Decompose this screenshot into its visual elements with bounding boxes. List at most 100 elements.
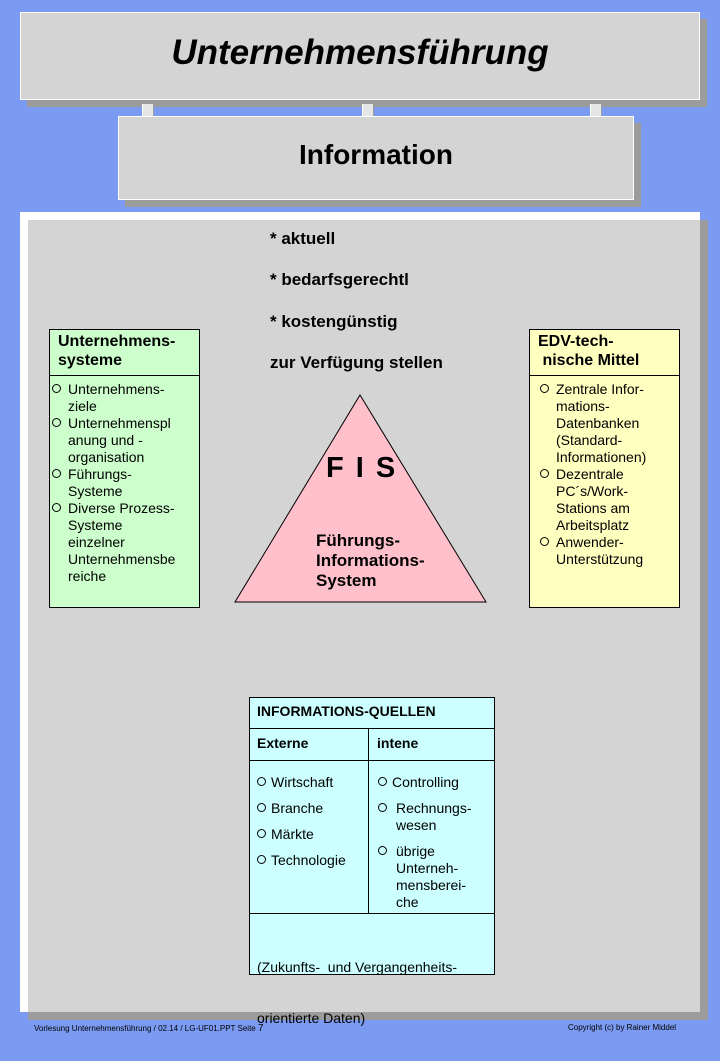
- list-item-line: Unternehmenspl: [68, 415, 171, 431]
- list-item-line: Wirtschaft: [271, 774, 334, 790]
- edp-means-title-line: EDV-tech-: [538, 333, 614, 350]
- bullet-circle-icon: [257, 803, 266, 812]
- list-item-line: PC´s/Work-: [556, 483, 629, 499]
- list-item-line: Diverse Prozess-: [68, 500, 175, 516]
- enterprise-systems-list: Unternehmens- ziele Unternehmenspl anung…: [52, 381, 197, 585]
- list-item-line: che: [396, 894, 419, 910]
- sources-footnote-line: orientierte Daten): [257, 1010, 366, 1026]
- page-number: 7: [258, 1023, 264, 1034]
- list-item: Technologie: [257, 852, 346, 869]
- list-item-line: ziele: [68, 398, 97, 414]
- divider: [250, 760, 494, 761]
- list-item-line: Unterstützung: [556, 551, 644, 567]
- list-item: Rechnungs- wesen: [378, 800, 472, 834]
- information-sources-title: INFORMATIONS-QUELLEN: [257, 703, 436, 719]
- list-item-line: wesen: [396, 817, 437, 833]
- list-item: Anwender- Unterstützung: [532, 534, 677, 568]
- list-item-line: Unternehmensbe: [68, 551, 176, 567]
- requirement-cost: * kostengünstig: [270, 312, 398, 331]
- list-item: Führungs- Systeme: [52, 466, 197, 500]
- list-item-line: übrige: [396, 843, 435, 859]
- list-item-line: organisation: [68, 449, 145, 465]
- divider: [250, 728, 494, 729]
- edp-means-box: EDV-tech- nische Mittel Zentrale Infor- …: [529, 329, 680, 608]
- list-item: übrige Unterneh- mensberei- che: [378, 843, 472, 911]
- enterprise-systems-box: Unternehmens- systeme Unternehmens- ziel…: [49, 329, 200, 608]
- list-item: Unternehmenspl anung und - organisation: [52, 415, 197, 466]
- footer-copyright: Copyright (c) by Rainer Middel: [568, 1023, 677, 1032]
- bullet-circle-icon: [378, 803, 387, 812]
- list-item: Dezentrale PC´s/Work- Stations am Arbeit…: [532, 466, 677, 534]
- list-item: Wirtschaft: [257, 774, 346, 791]
- list-item-line: Informationen): [556, 449, 647, 465]
- requirement-current: * aktuell: [270, 229, 336, 248]
- list-item: Controlling: [378, 774, 472, 791]
- footer-lecture-info: Vorlesung Unternehmensführung / 02.14 / …: [34, 1024, 256, 1033]
- list-item-line: (Standard-: [556, 432, 623, 448]
- list-item-line: anung und -: [68, 432, 143, 448]
- list-item-line: Zentrale Infor-: [556, 381, 644, 397]
- edp-means-title-line: nische Mittel: [538, 352, 640, 369]
- connector-right: [590, 104, 602, 118]
- divider: [368, 728, 369, 913]
- external-sources-list: Wirtschaft Branche Märkte Technologie: [257, 774, 346, 869]
- list-item: Diverse Prozess- Systeme einzelner Unter…: [52, 500, 197, 585]
- page-title: Unternehmensführung: [171, 33, 549, 72]
- list-item-line: Führungs-: [68, 466, 132, 482]
- information-title: Information: [299, 139, 453, 170]
- fis-triangle: [234, 394, 487, 603]
- enterprise-systems-title: Unternehmens- systeme: [50, 330, 199, 376]
- bullet-circle-icon: [52, 503, 61, 512]
- list-item-line: Systeme: [68, 517, 123, 533]
- enterprise-systems-title-line: Unternehmens-: [58, 333, 176, 350]
- fis-triangle-shape: [234, 394, 487, 603]
- fis-full-name: Führungs- Informations- System: [316, 531, 425, 591]
- bullet-circle-icon: [257, 777, 266, 786]
- internal-header: intene: [377, 735, 419, 751]
- bullet-circle-icon: [378, 777, 387, 786]
- sources-footnote: (Zukunfts- und Vergangenheits- orientier…: [257, 925, 457, 1061]
- bullet-circle-icon: [52, 418, 61, 427]
- requirement-needs: * bedarfsgerechtl: [270, 270, 409, 289]
- bullet-circle-icon: [540, 384, 549, 393]
- list-item-line: Controlling: [392, 774, 459, 790]
- title-box: Unternehmensführung: [20, 12, 700, 100]
- list-item-line: Rechnungs-: [396, 800, 472, 816]
- bullet-circle-icon: [378, 846, 387, 855]
- list-item: Zentrale Infor- mations- Datenbanken (St…: [532, 381, 677, 466]
- list-item-line: Systeme: [68, 483, 123, 499]
- list-item: Unternehmens- ziele: [52, 381, 197, 415]
- information-sources-box: INFORMATIONS-QUELLEN Externe intene Wirt…: [249, 697, 495, 1026]
- fis-full-name-line: Informations-: [316, 551, 425, 570]
- list-item-line: Technologie: [271, 852, 346, 868]
- list-item-line: Dezentrale: [556, 466, 624, 482]
- sources-footnote-line: (Zukunfts- und Vergangenheits-: [257, 959, 458, 975]
- list-item-line: Unternehmens-: [68, 381, 165, 397]
- requirement-provide: zur Verfügung stellen: [270, 353, 443, 372]
- list-item-line: einzelner: [68, 534, 125, 550]
- list-item-line: mensberei-: [396, 877, 467, 893]
- bullet-circle-icon: [540, 469, 549, 478]
- list-item-line: Anwender-: [556, 534, 624, 550]
- edp-means-title: EDV-tech- nische Mittel: [530, 330, 679, 376]
- fis-full-name-line: Führungs-: [316, 531, 401, 550]
- list-item: Märkte: [257, 826, 346, 843]
- fis-abbreviation: F I S: [326, 452, 398, 484]
- bullet-circle-icon: [257, 829, 266, 838]
- information-box: Information: [118, 116, 634, 200]
- list-item-line: Branche: [271, 800, 324, 816]
- bullet-circle-icon: [52, 469, 61, 478]
- connector-left: [142, 104, 154, 118]
- edp-means-list: Zentrale Infor- mations- Datenbanken (St…: [532, 381, 677, 568]
- list-item-line: Stations am: [556, 500, 630, 516]
- enterprise-systems-title-line: systeme: [58, 352, 123, 369]
- bullet-circle-icon: [257, 855, 266, 864]
- divider: [250, 913, 494, 914]
- external-header: Externe: [257, 735, 309, 751]
- list-item-line: Datenbanken: [556, 415, 640, 431]
- list-item-line: Märkte: [271, 826, 314, 842]
- list-item-line: Unterneh-: [396, 860, 459, 876]
- connector-middle: [362, 104, 374, 118]
- list-item-line: mations-: [556, 398, 610, 414]
- list-item: Branche: [257, 800, 346, 817]
